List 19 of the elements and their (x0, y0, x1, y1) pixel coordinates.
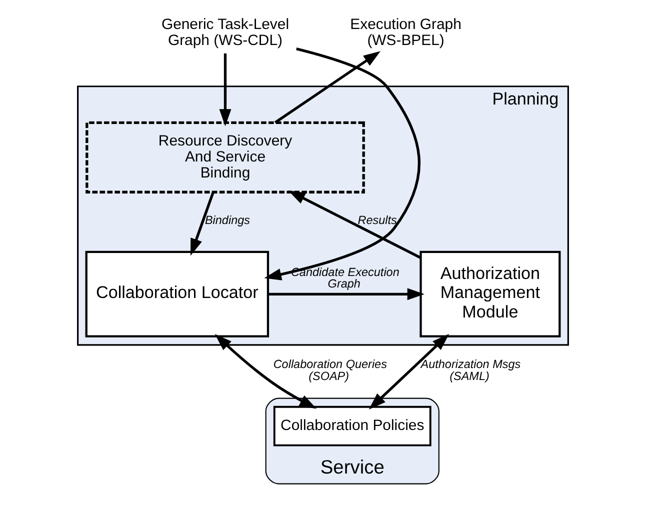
node-text: Execution Graph (WS-BPEL) (350, 16, 461, 49)
arrow (288, 190, 421, 259)
node-text: Generic Task-Level Graph (WS-CDL) (160, 16, 289, 49)
edge-label: Candidate Execution Graph (290, 266, 399, 291)
arrow (264, 48, 420, 280)
arrow (190, 192, 214, 256)
edge-label: Results (357, 214, 396, 227)
edge-label: Bindings (204, 214, 250, 227)
edge-label: Authorization Msgs (SAML) (420, 358, 520, 383)
node-box: Resource Discovery And Service Binding (85, 121, 364, 194)
node-box: Collaboration Locator (84, 250, 269, 338)
arrow (368, 334, 449, 410)
arrow (268, 288, 424, 300)
arrow (214, 334, 316, 409)
node-box: Collaboration Policies (272, 406, 431, 446)
arrow (218, 53, 231, 126)
node-box: Authorization Management Module (419, 250, 560, 338)
arrow (274, 51, 380, 124)
edge-label: Collaboration Queries (SOAP) (272, 358, 386, 383)
